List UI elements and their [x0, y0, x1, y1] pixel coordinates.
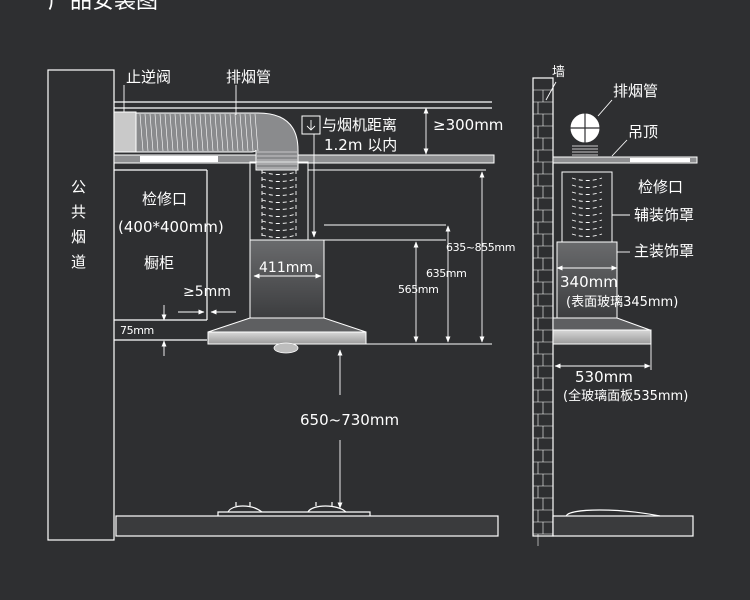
right-ceiling [552, 156, 698, 164]
wall-label: 墙 [552, 65, 565, 80]
chimney-char-4: 道 [71, 253, 86, 271]
aux-cover-label: 辅装饰罩 [634, 206, 694, 224]
glass-345-label: (表面玻璃345mm) [566, 295, 678, 310]
aux-cover-coil [571, 177, 603, 237]
right-stove [565, 509, 661, 517]
chimney-char-1: 公 [71, 178, 86, 196]
dim-530-label: 530mm [575, 368, 633, 386]
right-pipe-coil [572, 145, 598, 156]
dim-635-label: 635mm [426, 267, 466, 280]
ceiling-label: 吊顶 [628, 123, 658, 141]
distance-icon [301, 115, 321, 135]
page-title: 产品安装图 [48, 0, 158, 14]
dim-650-730-label: 650~730mm [300, 411, 399, 429]
hood-main-body [249, 239, 325, 319]
dim-5-label: ≥5mm [183, 284, 231, 300]
access-port-right [630, 158, 690, 162]
right-counter [552, 515, 694, 537]
access-size-label: (400*400mm) [118, 218, 224, 236]
hood-duct-coil [261, 170, 297, 238]
dim-75-label: 75mm [120, 324, 154, 337]
dim-565-label: 565mm [398, 283, 438, 296]
check-valve-label: 止逆阀 [126, 68, 171, 86]
dim-300-label: ≥300mm [433, 116, 503, 134]
access-port-label: 检修口 [142, 190, 187, 208]
public-chimney [47, 69, 115, 541]
suspended-ceiling [113, 154, 495, 164]
check-valve [113, 111, 137, 153]
hood-light [273, 342, 299, 354]
exhaust-pipe-ribs [139, 113, 297, 169]
access-port-right-label: 检修口 [638, 178, 683, 196]
stove-burners [227, 502, 347, 513]
ceiling-leader [611, 139, 628, 157]
distance-note: 与烟机距离 [322, 116, 397, 134]
chimney-char-3: 烟 [71, 228, 86, 246]
dim-635-855-label: 635~855mm [446, 241, 515, 254]
main-cover [556, 241, 618, 319]
exhaust-pipe-right-leader [597, 99, 613, 117]
distance-icon-arrow [306, 120, 316, 131]
chimney-char-2: 共 [71, 203, 86, 221]
side-hood-canopy [552, 317, 651, 331]
cabinet-label: 橱柜 [144, 254, 174, 272]
aux-cover [561, 171, 613, 243]
kitchen-counter [115, 515, 499, 537]
wall-bricks [533, 89, 553, 546]
stove-top [217, 511, 371, 516]
dim-340-label: 340mm [560, 273, 618, 291]
dim-411-label: 411mm [259, 260, 313, 276]
main-cover-label: 主装饰罩 [634, 242, 694, 260]
exhaust-pipe-right-label: 排烟管 [613, 82, 658, 100]
access-port-left [140, 156, 218, 162]
wall-leader [545, 81, 557, 101]
exhaust-pipe-label: 排烟管 [226, 68, 271, 86]
hood-canopy [207, 317, 367, 333]
side-glass-panel [552, 329, 652, 345]
distance-value: 1.2m 以内 [324, 136, 397, 154]
upper-cover-left [249, 161, 309, 241]
hood-glass-panel [207, 331, 367, 345]
glass-535-label: (全玻璃面板535mm) [563, 388, 688, 404]
